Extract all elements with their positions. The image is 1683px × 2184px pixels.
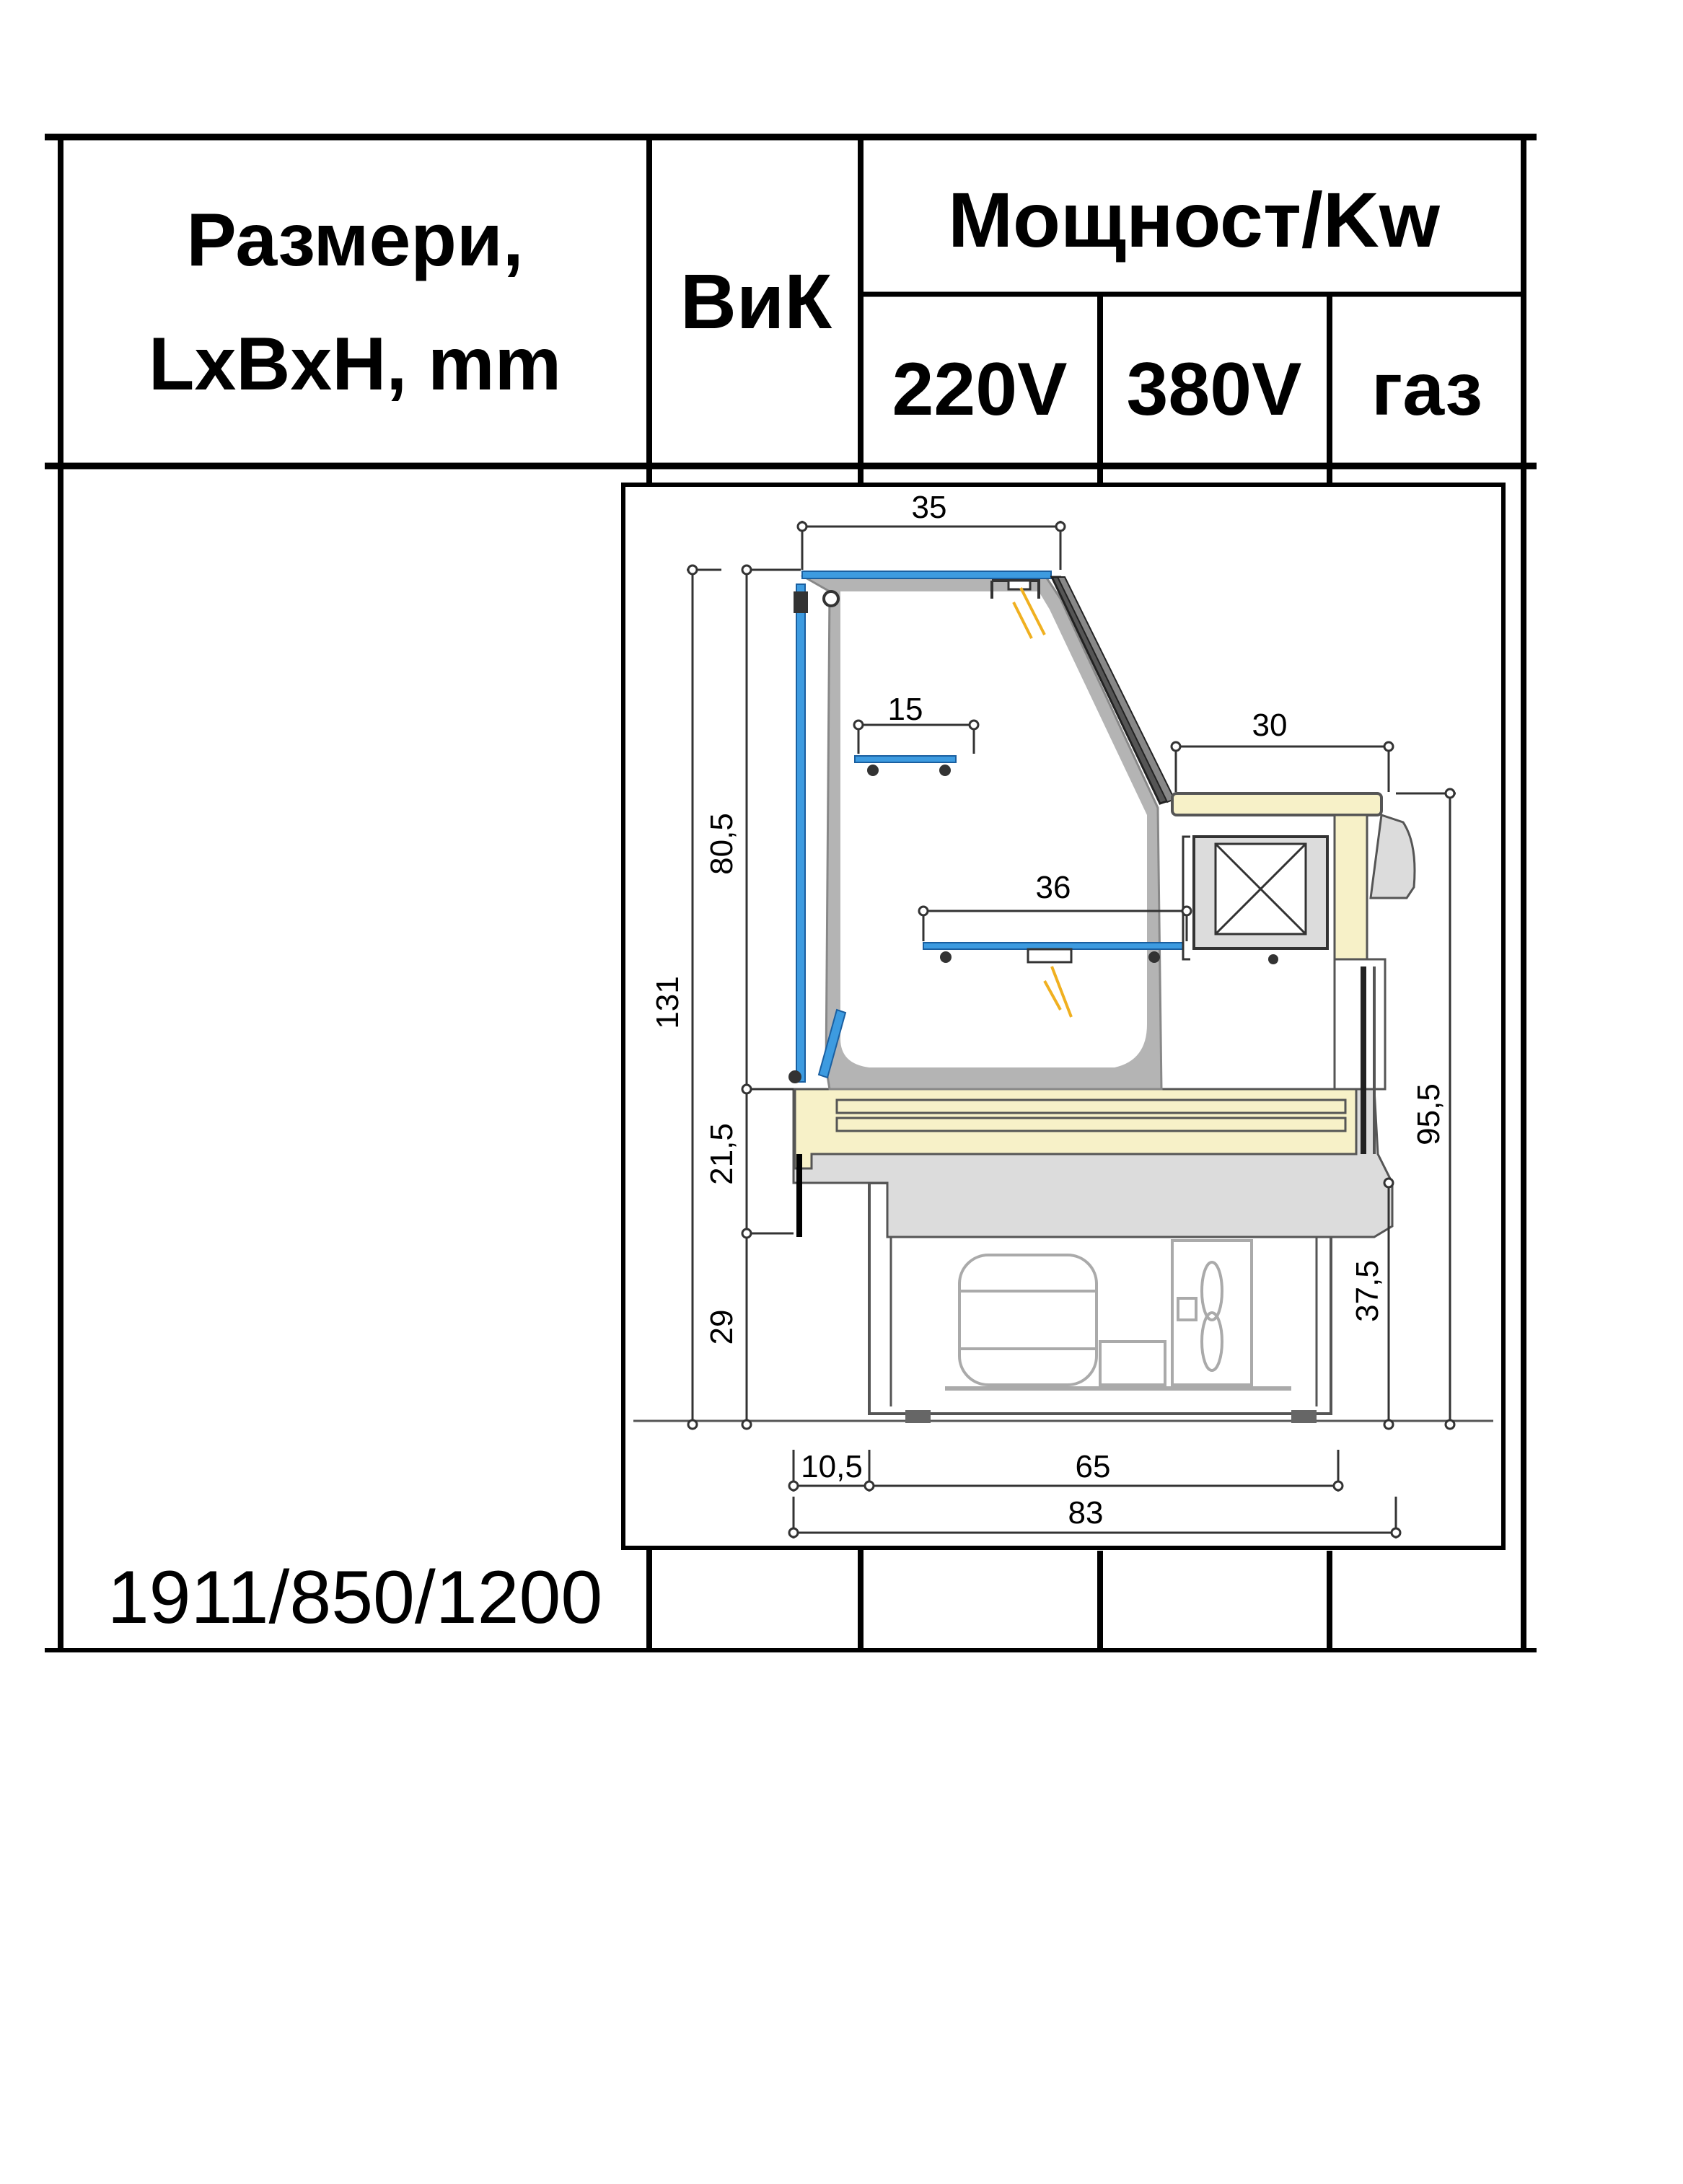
upper-shelf [854, 755, 957, 776]
fan-icon [1171, 1239, 1253, 1386]
dim-display-height: 80,5 [704, 813, 739, 875]
header-220v: 220V [892, 348, 1068, 431]
header-power: Мощност/Kw [948, 176, 1441, 263]
dim-base-height: 21,5 [704, 1123, 739, 1185]
dim-lower-shelf: 36 [1036, 870, 1071, 905]
display-case-drawing [633, 571, 1493, 1423]
dim-leg-height: 29 [704, 1310, 739, 1345]
row-size-value: 1911/850/1200 [107, 1556, 602, 1639]
light-top [990, 579, 1040, 599]
front-glass [788, 584, 847, 1083]
header-dimensions-line2: LxBxH, mm [149, 322, 561, 406]
header-vik: ВиК [680, 257, 832, 345]
dim-front-offset: 10,5 [801, 1449, 863, 1484]
dim-total-depth: 83 [1068, 1495, 1104, 1531]
header-380v: 380V [1127, 348, 1302, 431]
top-glass [801, 571, 1052, 579]
header-dimensions-line1: Размери, [186, 198, 523, 282]
dim-top-depth: 35 [912, 490, 947, 525]
dim-body-depth: 65 [1076, 1449, 1111, 1484]
light-arrow-icon [1012, 587, 1073, 1018]
dim-counter-height: 95,5 [1411, 1083, 1446, 1145]
dim-work-top: 30 [1252, 708, 1288, 743]
dimension-lines [687, 521, 1456, 1538]
dim-upper-shelf: 15 [888, 692, 923, 727]
sloped-glass [1050, 576, 1176, 805]
dim-back-height: 37,5 [1350, 1260, 1385, 1322]
header-gas: газ [1371, 348, 1482, 431]
rear-unit [1171, 792, 1416, 1154]
compressor-icon [945, 1254, 1291, 1391]
dim-total-height: 131 [650, 976, 685, 1029]
